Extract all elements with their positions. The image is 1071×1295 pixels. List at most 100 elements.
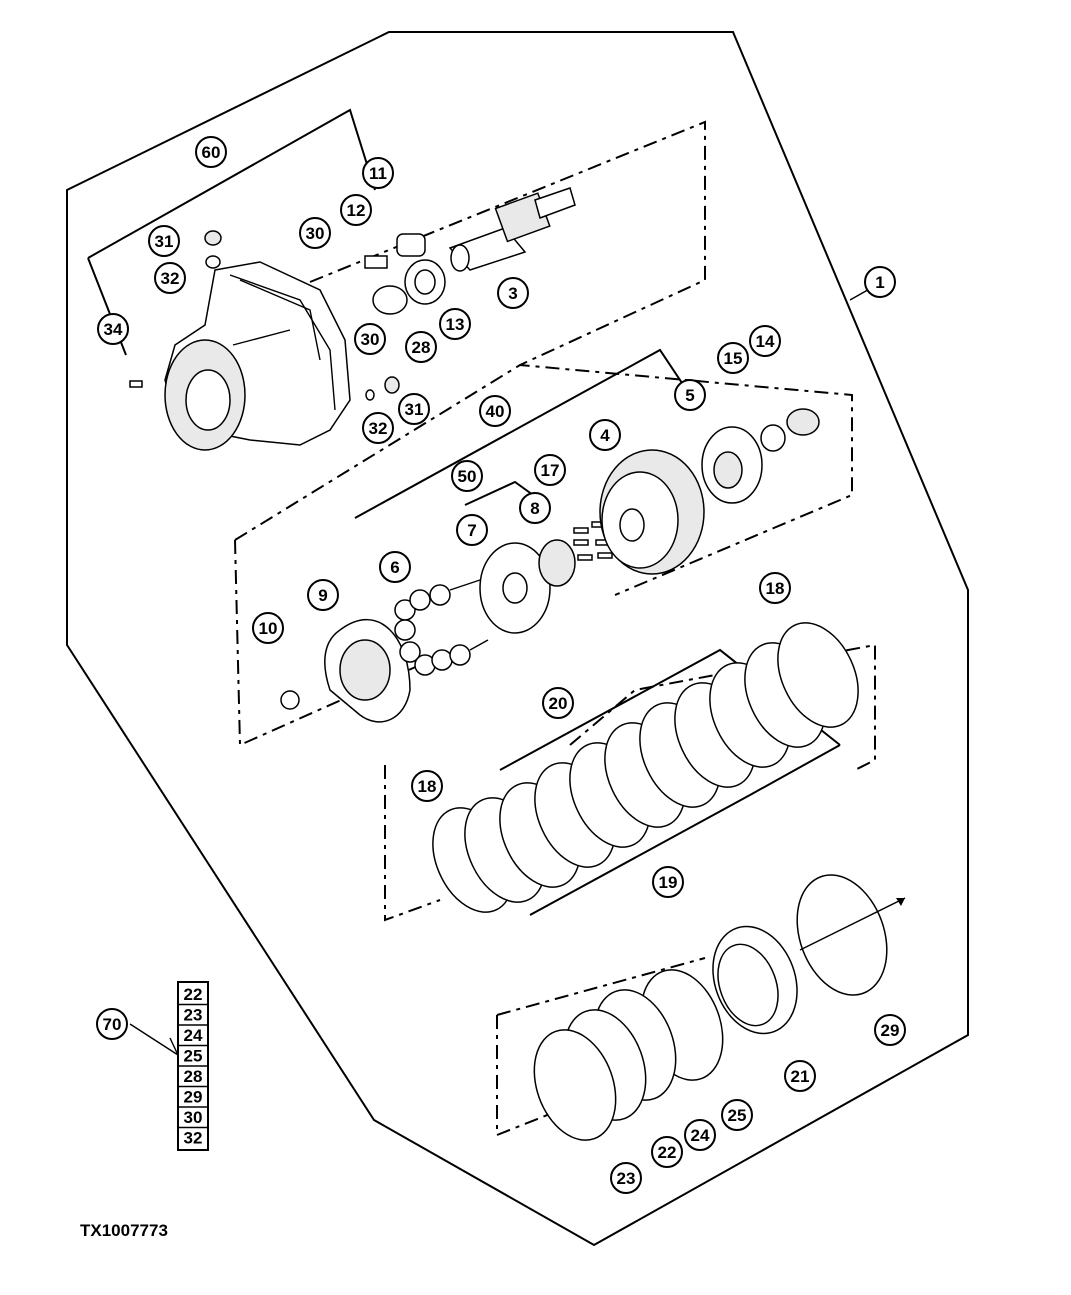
group-box-discs [384, 765, 441, 922]
kit-part-number: 23 [184, 1006, 203, 1025]
callout-7: 7 [456, 514, 488, 546]
output-shaft [448, 187, 576, 272]
bracket-19 [529, 744, 841, 916]
spherical-bushing [538, 539, 576, 587]
bearing-13-inner [414, 269, 436, 295]
callout-circle [362, 157, 394, 189]
callout-label: 12 [347, 201, 366, 220]
ring-28 [372, 285, 408, 315]
callout-circle [148, 225, 180, 257]
callout-circle [589, 419, 621, 451]
oring-32-top [205, 255, 221, 269]
callout-label: 10 [259, 619, 278, 638]
callout-circle [610, 1162, 642, 1194]
callout-60: 60 [195, 136, 227, 168]
bracket-6-5 [354, 348, 691, 519]
callout-17: 17 [534, 454, 566, 486]
spring-pins [573, 521, 613, 561]
retainer-plate-hub [502, 572, 528, 604]
callout-circle [542, 687, 574, 719]
motor-housing [164, 261, 351, 451]
callout-1: 1 [864, 266, 896, 298]
callout-circle [398, 393, 430, 425]
plug-31-top [204, 230, 222, 246]
callout-label: 13 [446, 315, 465, 334]
callout-circle [307, 579, 339, 611]
callout-30: 30 [354, 323, 386, 355]
callout-circle [749, 325, 781, 357]
kit-part-number: 30 [184, 1108, 203, 1127]
callout-circle [97, 313, 129, 345]
callout-11: 11 [362, 157, 394, 189]
axis-arrow [799, 897, 906, 951]
kit-part-number: 28 [184, 1067, 203, 1086]
callout-label: 14 [756, 332, 775, 351]
callout-circle [354, 323, 386, 355]
ring-15 [760, 424, 786, 452]
valve-plate [280, 618, 411, 723]
callout-circle [784, 1060, 816, 1092]
callout-9: 9 [307, 579, 339, 611]
callout-label: 9 [318, 586, 327, 605]
callout-label: 50 [458, 467, 477, 486]
callout-label: 34 [104, 320, 123, 339]
callout-14: 14 [749, 325, 781, 357]
callout-31: 31 [148, 225, 180, 257]
callout-3: 3 [497, 277, 529, 309]
kit-part-number: 32 [184, 1129, 203, 1148]
callout-label: 15 [724, 349, 743, 368]
callout-label: 31 [405, 400, 424, 419]
callout-15: 15 [717, 342, 749, 374]
callout-circle [684, 1119, 716, 1151]
callout-label: 18 [766, 579, 785, 598]
callout-circle [252, 612, 284, 644]
callout-28: 28 [405, 331, 437, 363]
callout-circle [451, 460, 483, 492]
leader-70 [169, 1037, 179, 1056]
callout-6: 6 [379, 551, 411, 583]
kit-part-number: 25 [184, 1047, 203, 1066]
callout-40: 40 [479, 395, 511, 427]
callout-circle [340, 194, 372, 226]
callout-label: 21 [791, 1067, 810, 1086]
callout-12: 12 [340, 194, 372, 226]
plug-31-side [384, 376, 400, 394]
callout-23: 23 [610, 1162, 642, 1194]
assembly-boundary [66, 31, 969, 1247]
callout-label: 70 [103, 1015, 122, 1034]
group-box-discs-right [569, 643, 876, 771]
callout-label: 19 [659, 873, 678, 892]
callout-circle [96, 1008, 128, 1040]
callout-label: 40 [486, 402, 505, 421]
callout-circle [864, 266, 896, 298]
callout-label: 32 [161, 269, 180, 288]
callout-20: 20 [542, 687, 574, 719]
spring-12 [364, 255, 388, 269]
callout-5: 5 [674, 379, 706, 411]
callout-circle [439, 308, 471, 340]
arrow-head [896, 898, 905, 906]
callout-32: 32 [154, 262, 186, 294]
callout-label: 32 [369, 419, 388, 438]
callout-circle [652, 866, 684, 898]
callout-34: 34 [97, 313, 129, 345]
callout-label: 28 [412, 338, 431, 357]
callout-layer: 1345678910111213141517181819202122232425… [96, 136, 906, 1194]
bearing-14 [786, 408, 820, 436]
leader-70b [129, 1023, 179, 1056]
group-box-piston-lower [496, 1015, 561, 1137]
callout-50: 50 [451, 460, 483, 492]
callout-label: 22 [658, 1143, 677, 1162]
callout-32: 32 [362, 412, 394, 444]
oring-29 [796, 874, 888, 996]
callout-19: 19 [652, 866, 684, 898]
callout-label: 3 [508, 284, 517, 303]
brake-piston [712, 925, 798, 1035]
callout-circle [362, 412, 394, 444]
callout-8: 8 [519, 492, 551, 524]
callout-29: 29 [874, 1014, 906, 1046]
callout-label: 25 [728, 1106, 747, 1125]
callout-70: 70 [96, 1008, 128, 1040]
